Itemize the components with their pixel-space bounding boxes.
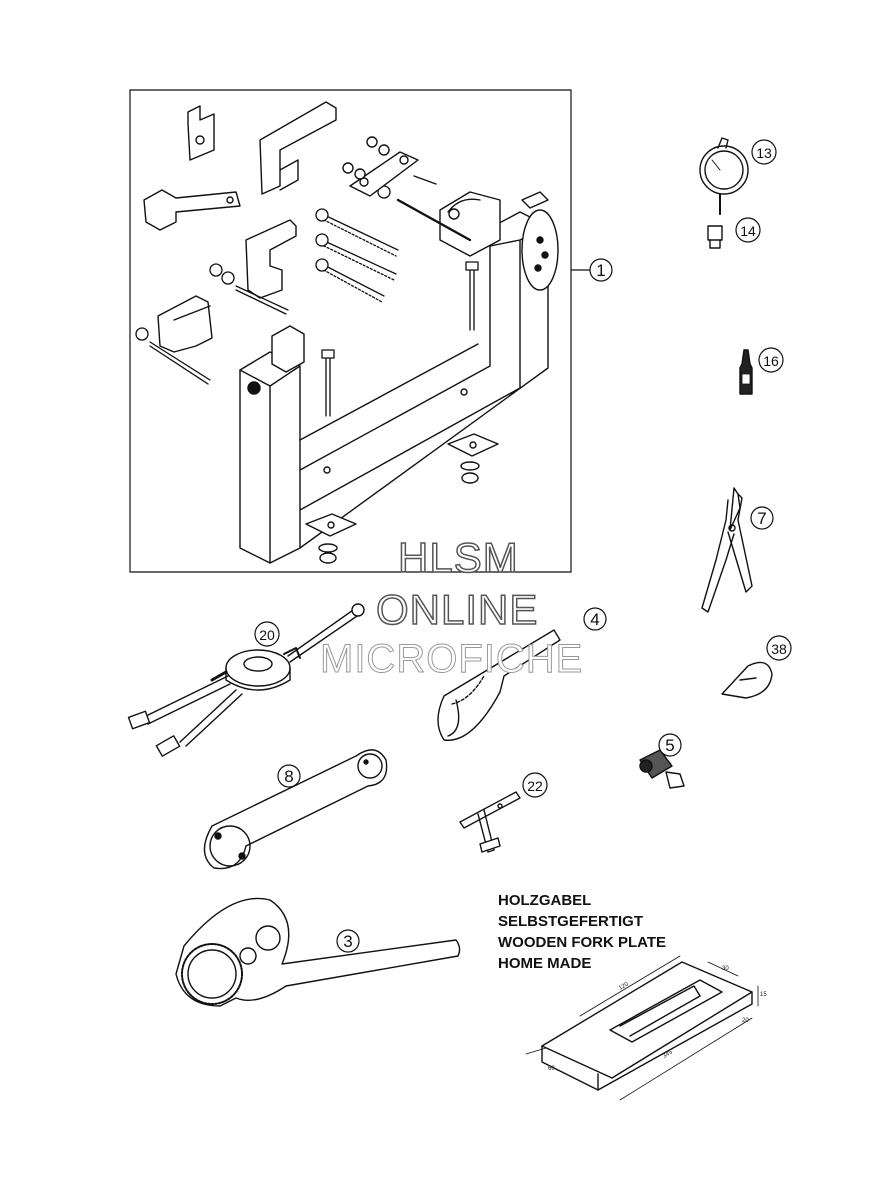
bracket-arm-left [143,189,241,231]
watermark-line-3: MICROFICHE [319,637,584,682]
callout-20-circle [254,621,280,647]
callout-20: 20 [259,627,275,643]
callout-13-circle [751,139,777,165]
bracket-small [187,105,215,161]
note-line-1: HOLZGABEL [498,892,592,909]
dim-15: 15 [760,992,767,998]
callout-5: 5 [665,736,674,755]
valve-tool [639,749,685,789]
wooden-fork-plate [525,955,759,1101]
engine-stand-frame [239,211,549,564]
callout-4-circle [583,607,607,631]
dial-gauge [699,137,749,215]
callout-5-circle [658,733,682,757]
gauge-adapter [707,225,723,249]
sealant-bottle [739,349,753,395]
callout-8: 8 [284,767,293,786]
bracket-square-low [157,295,213,353]
callout-3: 3 [343,932,352,951]
kit-link-plate [342,136,437,197]
callout-38: 38 [771,641,787,657]
callout-16: 16 [763,353,779,369]
flywheel-holder [127,603,365,757]
clutch-holder [175,897,461,1007]
kit-frame [129,89,572,573]
watermark-line-1: HLSM [397,533,519,582]
note-line-3: WOODEN FORK PLATE [498,934,667,951]
pin-wrench [203,749,388,870]
dim-60: 60 [548,1066,555,1072]
note-line-4: HOME MADE [498,955,592,972]
feeler-gauge [721,661,773,699]
callout-38-circle [766,635,792,661]
callout-22-circle [522,772,548,798]
callout-13: 13 [756,145,772,161]
callout-16-circle [758,347,784,373]
dim-345: 345 [662,1049,674,1060]
callout-8-circle [277,764,301,788]
callout-7-circle [750,506,774,530]
circlip-pliers [701,487,753,613]
watermark-line-2: ONLINE [375,585,539,634]
callout-4: 4 [590,610,599,629]
callout-14-circle [735,217,761,243]
callout-3-circle [336,929,360,953]
bracket-arm-top [259,101,337,195]
kit-feet [305,433,499,564]
callout-1: 1 [596,261,605,280]
callout-14: 14 [740,223,756,239]
hook-wrench [437,629,561,741]
t-holder [459,791,521,853]
callout-22: 22 [527,778,543,794]
note-line-2: SELBSTGEFERTIGT [498,913,644,930]
callout-7: 7 [757,509,766,528]
stand-head-plate [439,191,559,291]
kit-bolts [135,185,479,417]
dim-30: 30 [722,966,729,972]
bracket-arm-mid [245,219,297,299]
dim-120: 120 [618,981,630,992]
dim-20: 20 [742,1018,749,1024]
